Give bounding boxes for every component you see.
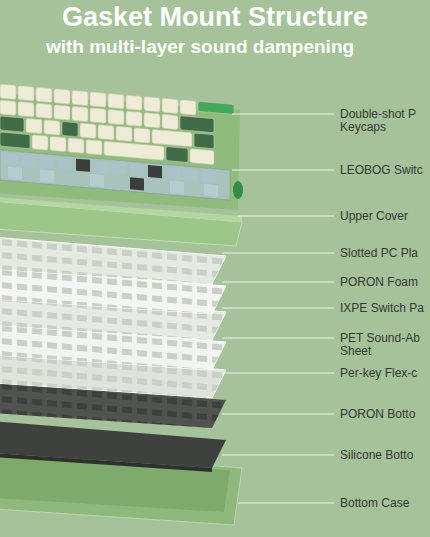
part-label: Keycaps <box>340 120 386 134</box>
part-label: Silicone Botto <box>340 448 413 462</box>
part-label: LEOBOG Switc <box>340 163 423 177</box>
part-label: PORON Foam <box>340 275 418 289</box>
keyboard-top <box>0 84 243 210</box>
part-label: PET Sound-Ab <box>340 331 420 345</box>
part-label: IXPE Switch Pa <box>340 301 424 315</box>
part-label: Double-shot P <box>340 107 416 121</box>
part-label: Sheet <box>340 344 371 358</box>
silicone-bottom <box>0 420 226 472</box>
part-label: Bottom Case <box>340 496 409 510</box>
part-label: Slotted PC Pla <box>340 246 418 260</box>
part-label: PORON Botto <box>340 407 415 421</box>
part-label: Upper Cover <box>340 209 408 223</box>
subtitle: with multi-layer sound dampening <box>0 36 400 58</box>
part-label: Per-key Flex-c <box>340 366 417 380</box>
leader-lines <box>222 114 334 503</box>
title: Gasket Mount Structure <box>0 2 430 33</box>
